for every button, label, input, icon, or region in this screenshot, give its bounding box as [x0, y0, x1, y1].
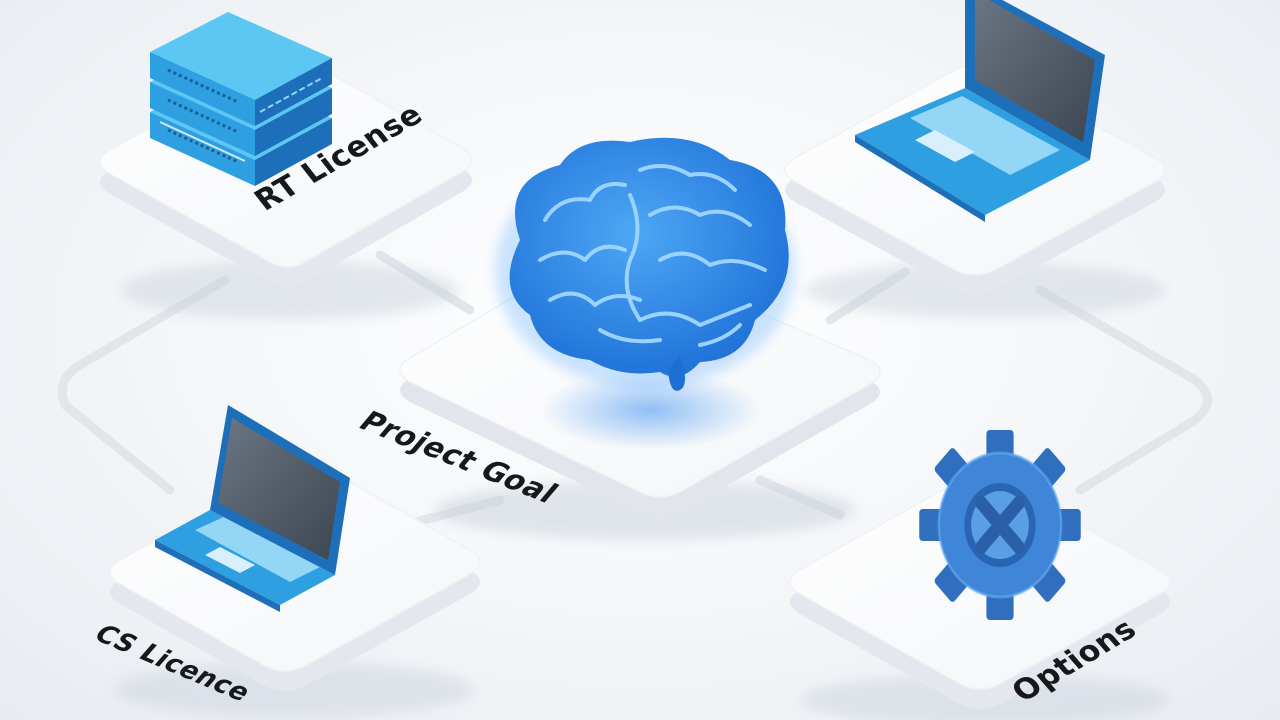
connector-rt-to-cs — [57, 275, 230, 495]
gear-icon — [919, 430, 1081, 620]
server-rack-icon — [150, 12, 332, 186]
laptop-icon-client — [855, 0, 1105, 222]
brain-icon — [495, 137, 795, 391]
connector-client-to-options — [1035, 285, 1212, 495]
laptop-icon-cs — [155, 405, 350, 612]
